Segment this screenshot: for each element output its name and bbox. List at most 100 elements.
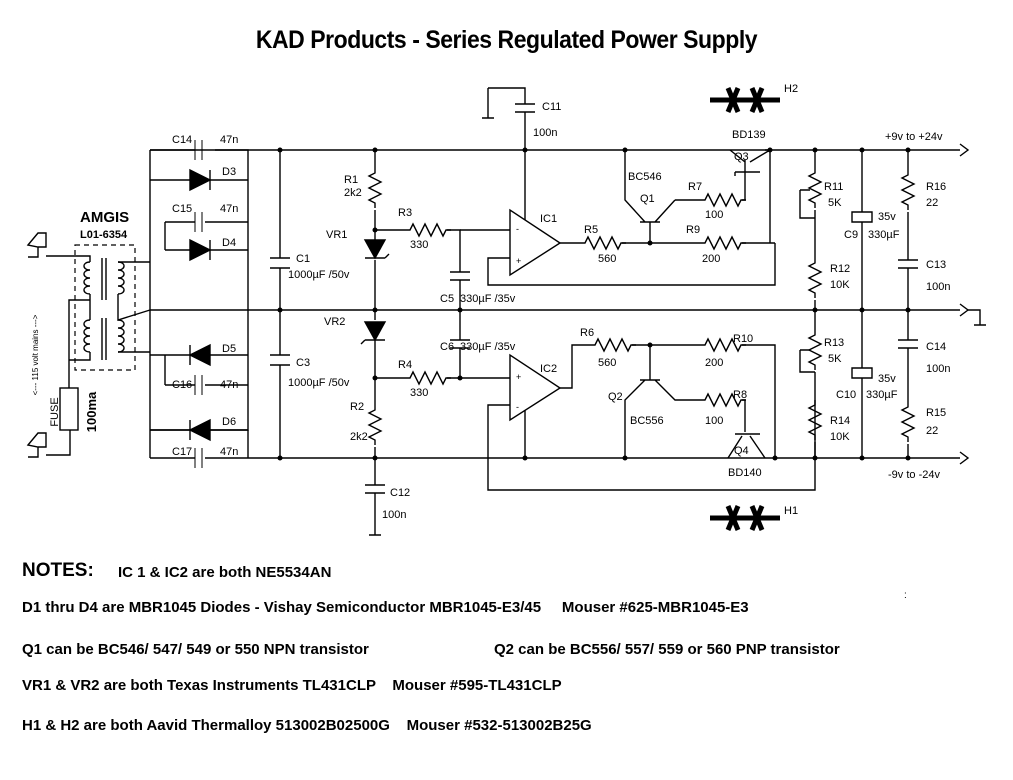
transformer-label: AMGIS [80, 209, 129, 226]
r8-label: R8 [733, 389, 747, 401]
fuse-symbol [59, 387, 79, 431]
q4-label: Q4 [734, 445, 749, 457]
c14b-label: C14 [926, 341, 946, 353]
page-title: KAD Products - Series Regulated Power Su… [255, 26, 758, 54]
h2-label: H2 [784, 83, 798, 95]
c17-value: 47n [220, 446, 238, 458]
c1-value: 1000µF /50v [288, 269, 350, 281]
r8-value: 100 [705, 415, 723, 427]
d6-label: D6 [222, 416, 236, 428]
c9-volt: 35v [878, 211, 896, 223]
c9-value: 330µF [868, 229, 900, 241]
ic1-label: IC1 [540, 213, 557, 225]
c6-value: 330µF /35v [460, 341, 516, 353]
r5-label: R5 [584, 224, 598, 236]
r15-label: R15 [926, 407, 946, 419]
q3-type: BD139 [732, 129, 766, 141]
c15-value: 47n [220, 203, 238, 215]
svg-text:-: - [516, 224, 519, 234]
r9-label: R9 [686, 224, 700, 236]
rectifier [149, 140, 249, 468]
ic2-label: IC2 [540, 363, 557, 375]
r11-label: R11 [824, 181, 843, 193]
c3-label: C3 [296, 357, 310, 369]
c5-label: C5 [440, 293, 454, 305]
r13-value: 5K [828, 353, 842, 365]
c12-value: 100n [382, 509, 406, 521]
c14-label: C14 [172, 134, 192, 146]
note-heatsinks: H1 & H2 are both Aavid Thermalloy 513002… [22, 717, 592, 734]
notes-heading: NOTES: [22, 560, 94, 581]
note-vr: VR1 & VR2 are both Texas Instruments TL4… [22, 677, 562, 694]
r9-value: 200 [702, 253, 720, 265]
r10-label: R10 [733, 333, 753, 345]
r4-value: 330 [410, 387, 428, 399]
d5-label: D5 [222, 343, 236, 355]
c13-value: 100n [926, 281, 950, 293]
ic1-symbol [509, 208, 562, 277]
q2-label: Q2 [608, 391, 623, 403]
c15-label: C15 [172, 203, 192, 215]
heatsink-h1 [710, 505, 780, 531]
r10-value: 200 [705, 357, 723, 369]
c6-label: C6 [440, 341, 454, 353]
r3-label: R3 [398, 207, 412, 219]
c11-label: C11 [542, 101, 561, 113]
r1-label: R1 [344, 174, 358, 186]
r7-value: 100 [705, 209, 723, 221]
note-diodes: D1 thru D4 are MBR1045 Diodes - Vishay S… [22, 599, 749, 616]
heatsink-h2 [710, 87, 780, 113]
r1-value: 2k2 [344, 187, 362, 199]
c1-label: C1 [296, 253, 310, 265]
svg-text:+: + [516, 372, 521, 382]
q3-label: Q3 [734, 151, 749, 163]
d3-label: D3 [222, 166, 236, 178]
c10-label: C10 [836, 389, 856, 401]
q1-type: BC546 [628, 171, 662, 183]
mains-label: <--- 115 volt mains ---> [31, 314, 40, 395]
r15-value: 22 [926, 425, 938, 437]
ic2-symbol [509, 353, 562, 422]
c11-value: 100n [533, 127, 557, 139]
transformer-part: L01-6354 [80, 229, 128, 241]
r7-label: R7 [688, 181, 702, 193]
c12-label: C12 [390, 487, 410, 499]
fuse-label: FUSE [49, 397, 61, 426]
svg-text:+: + [516, 256, 521, 266]
output-negative-label: -9v to -24v [888, 469, 940, 481]
note-q1: Q1 can be BC546/ 547/ 549 or 550 NPN tra… [22, 641, 369, 658]
r12-value: 10K [830, 279, 850, 291]
r2-label: R2 [350, 401, 364, 413]
c16-label: C16 [172, 379, 192, 391]
svg-text:-: - [516, 402, 519, 412]
r14-value: 10K [830, 431, 850, 443]
r6-label: R6 [580, 327, 594, 339]
r5-value: 560 [598, 253, 616, 265]
c10-volt: 35v [878, 373, 896, 385]
c3-value: 1000µF /50v [288, 377, 350, 389]
stray-mark: : [904, 590, 907, 601]
c5-value: 330µF /35v [460, 293, 516, 305]
h1-label: H1 [784, 505, 798, 517]
r13-label: R13 [824, 337, 844, 349]
d4-label: D4 [222, 237, 236, 249]
c17-label: C17 [172, 446, 192, 458]
q4-type: BD140 [728, 467, 762, 479]
vr2-label: VR2 [324, 316, 345, 328]
c13-label: C13 [926, 259, 946, 271]
note-q2: Q2 can be BC556/ 557/ 559 or 560 PNP tra… [494, 641, 840, 658]
mains-input: <--- 115 volt mains ---> FUSE 100ma [26, 232, 99, 458]
note-ic: IC 1 & IC2 are both NE5534AN [118, 564, 332, 581]
q1-label: Q1 [640, 193, 655, 205]
r16-label: R16 [926, 181, 946, 193]
r6-value: 560 [598, 357, 616, 369]
schematic-diagram: <--- 115 volt mains ---> FUSE 100ma AMGI… [26, 83, 986, 536]
r16-value: 22 [926, 197, 938, 209]
c16-value: 47n [220, 379, 238, 391]
q2-type: BC556 [630, 415, 664, 427]
c14-value: 47n [220, 134, 238, 146]
r11-value: 5K [828, 197, 842, 209]
r2-value: 2k2 [350, 431, 368, 443]
transformer: AMGIS L01-6354 [69, 209, 151, 371]
c9-label: C9 [844, 229, 858, 241]
